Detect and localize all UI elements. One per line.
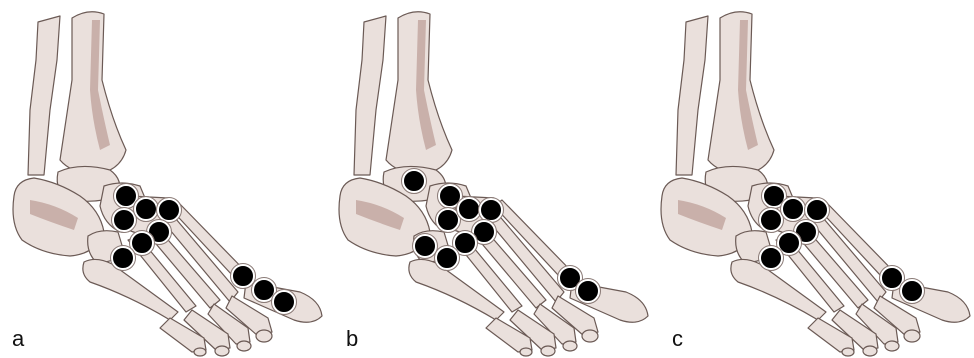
panel-c: c: [661, 12, 970, 356]
panel-a: a: [12, 12, 322, 356]
panel-label-a: a: [12, 326, 25, 351]
foot-skeleton-icon: [661, 12, 970, 356]
panel-label-b: b: [346, 326, 358, 351]
marker: [231, 264, 256, 289]
marker: [112, 208, 137, 233]
marker: [157, 198, 182, 223]
panel-b: b: [339, 12, 648, 356]
marker: [805, 198, 830, 223]
marker: [111, 246, 136, 271]
marker: [900, 279, 925, 304]
foot-skeleton-icon: [339, 12, 648, 356]
marker: [479, 198, 504, 223]
marker: [272, 290, 297, 315]
marker: [759, 208, 784, 233]
marker: [576, 279, 601, 304]
marker: [413, 234, 438, 259]
marker: [781, 197, 806, 222]
marker: [457, 197, 482, 222]
marker: [134, 197, 159, 222]
marker: [435, 246, 460, 271]
marker: [402, 169, 427, 194]
marker: [759, 246, 784, 271]
panel-label-c: c: [672, 326, 683, 351]
